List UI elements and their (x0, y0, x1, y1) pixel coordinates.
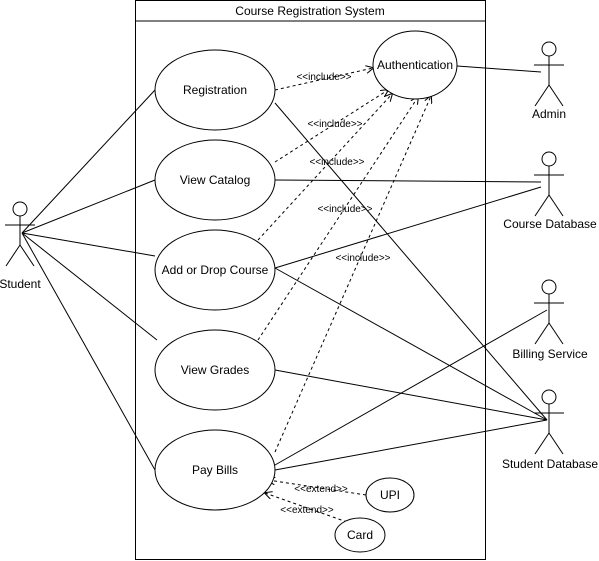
use-case-label: Card (347, 528, 373, 542)
use-case-view-grades[interactable]: View Grades (154, 329, 276, 411)
include-label: <<include>> (309, 157, 364, 168)
use-case-label: Pay Bills (192, 463, 238, 477)
assoc-student-view-grades[interactable] (21, 232, 158, 341)
use-case-label: Authentication (377, 58, 453, 72)
include-label: <<include>> (335, 253, 390, 264)
assoc-registration-student-db[interactable] (274, 102, 548, 421)
use-case-label: View Grades (181, 363, 249, 377)
use-case-registration[interactable]: Registration (154, 49, 276, 131)
assoc-authentication-admin[interactable] (456, 65, 542, 73)
use-case-label: Registration (183, 83, 247, 97)
actor-label: Billing Service (512, 347, 588, 361)
include-grades-auth[interactable] (257, 97, 418, 341)
system-title: Course Registration System (235, 4, 384, 18)
use-case-upi[interactable]: UPI (365, 477, 415, 513)
actor-course-database[interactable]: Course Database (503, 151, 597, 231)
actor-student[interactable]: Student (0, 201, 41, 291)
use-case-add-drop-course[interactable]: Add or Drop Course (154, 229, 276, 311)
actor-icon (534, 41, 564, 107)
actor-icon (534, 389, 564, 455)
assoc-student-registration[interactable] (21, 89, 156, 234)
assoc-student-pay-bills[interactable] (21, 232, 156, 471)
associations (21, 65, 548, 471)
use-case-card[interactable]: Card (334, 517, 386, 553)
include-label: <<include>> (296, 72, 351, 83)
actor-label: Course Database (503, 217, 597, 231)
assoc-add-drop-course-db[interactable] (274, 186, 542, 269)
actor-icon (534, 151, 564, 217)
extend-card-pay-bills[interactable] (265, 493, 348, 523)
include-catalog-auth[interactable] (274, 90, 388, 163)
relation-labels: <<include>> <<include>> <<include>> <<in… (280, 72, 390, 516)
use-case-label: View Catalog (180, 173, 251, 187)
include-label: <<include>> (317, 204, 372, 215)
actor-admin[interactable]: Admin (532, 41, 566, 121)
use-case-view-catalog[interactable]: View Catalog (154, 139, 276, 221)
extend-label: <<extend>> (280, 505, 334, 516)
use-case-authentication[interactable]: Authentication (372, 30, 458, 100)
assoc-view-grades-student-db[interactable] (274, 369, 548, 421)
assoc-add-drop-student-db[interactable] (274, 267, 548, 421)
assoc-pay-bills-student-db[interactable] (274, 419, 548, 471)
actor-label: Student Database (502, 457, 598, 471)
include-pay-bills-auth[interactable] (274, 96, 431, 453)
use-case-label: Add or Drop Course (162, 263, 269, 277)
use-case-label: UPI (380, 488, 400, 502)
actor-billing-service[interactable]: Billing Service (512, 279, 588, 361)
assoc-student-add-drop[interactable] (21, 232, 156, 257)
actor-icon (534, 279, 564, 345)
use-case-pay-bills[interactable]: Pay Bills (154, 429, 276, 511)
dependencies (257, 68, 431, 523)
assoc-student-view-catalog[interactable] (21, 179, 156, 234)
actor-student-database[interactable]: Student Database (502, 389, 598, 471)
actor-icon (5, 201, 35, 267)
actor-label: Student (0, 277, 41, 291)
extend-upi-pay-bills[interactable] (268, 480, 367, 496)
include-registration-auth[interactable] (274, 68, 373, 91)
assoc-view-catalog-course-db[interactable] (274, 179, 542, 183)
assoc-pay-bills-billing-service[interactable] (274, 309, 548, 466)
actor-label: Admin (532, 107, 566, 121)
extend-label: <<extend>> (294, 484, 348, 495)
include-label: <<include>> (307, 119, 362, 130)
